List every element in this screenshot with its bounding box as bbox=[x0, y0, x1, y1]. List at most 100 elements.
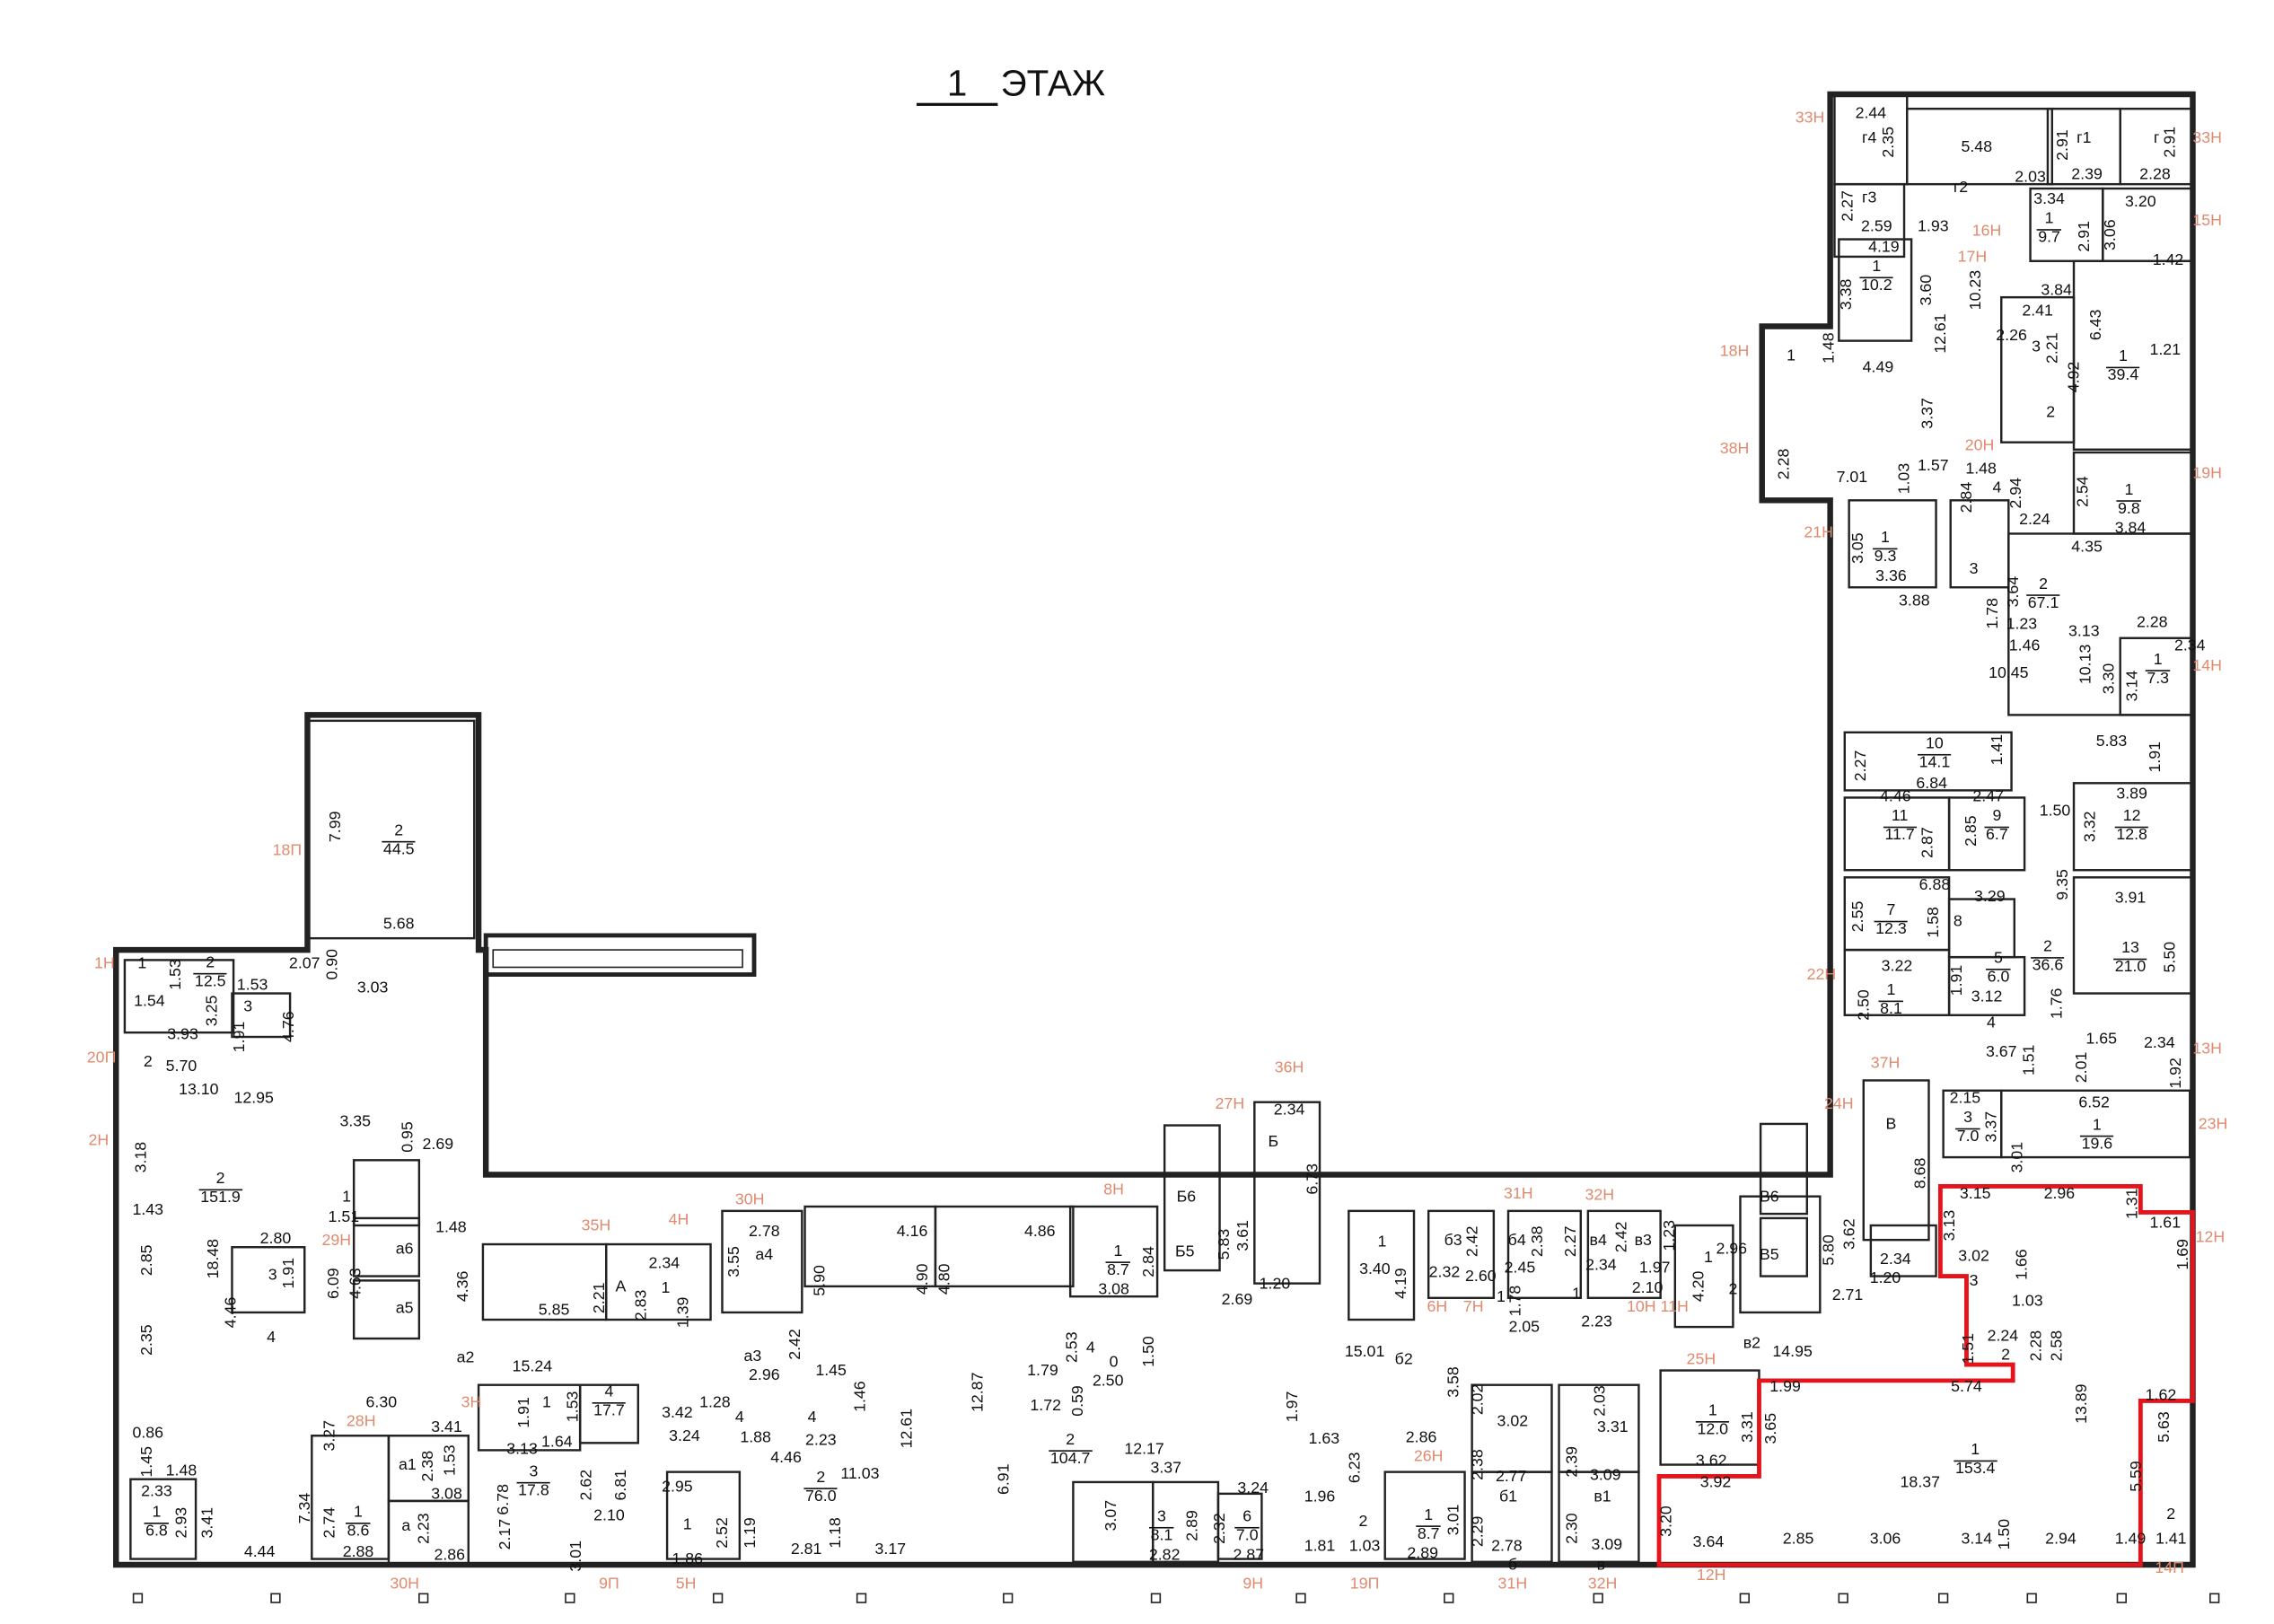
axis-marker: 12Н bbox=[1696, 1567, 1726, 1584]
dimension-label: 14.95 bbox=[1772, 1343, 1813, 1362]
axis-marker: 5Н bbox=[675, 1576, 697, 1593]
dimension-label: 2.02 bbox=[1470, 1383, 1488, 1416]
room-tag: В5 bbox=[1759, 1246, 1779, 1264]
axis-marker: 23Н bbox=[2198, 1116, 2228, 1134]
room-tag: Б6 bbox=[1176, 1188, 1197, 1207]
dimension-label: 2.91 bbox=[2161, 127, 2180, 158]
dimension-label: 6.78 bbox=[495, 1484, 514, 1515]
room-number: 9 bbox=[1992, 807, 2002, 826]
dimension-label: 2.87 bbox=[1918, 827, 1937, 858]
room-wall bbox=[352, 1279, 421, 1340]
axis-marker: 9П bbox=[599, 1576, 619, 1593]
room-area: 67.1 bbox=[2026, 593, 2061, 611]
dimension-label: 2.58 bbox=[2048, 1330, 2067, 1362]
dimension-label: 1.46 bbox=[852, 1381, 870, 1412]
dimension-label: 1.20 bbox=[1259, 1275, 1291, 1294]
room-wall bbox=[1947, 796, 2026, 872]
dimension-label: 4.49 bbox=[1862, 358, 1894, 377]
room-wall bbox=[352, 1216, 421, 1277]
room-wall bbox=[1838, 238, 1913, 342]
column-marker bbox=[1593, 1593, 1603, 1603]
room-number: 2 bbox=[1066, 1431, 1076, 1449]
room-wall bbox=[2072, 259, 2194, 451]
dimension-label: 1.03 bbox=[2012, 1293, 2043, 1311]
axis-marker: 7Н bbox=[1462, 1298, 1484, 1316]
dimension-label: 2.84 bbox=[1958, 481, 1976, 514]
axis-marker: 33Н bbox=[1795, 109, 1825, 127]
room-wall bbox=[2119, 107, 2194, 186]
room-wall bbox=[123, 959, 235, 1034]
room-tag: 1 bbox=[1496, 1288, 1506, 1306]
dimension-label: 2.10 bbox=[1631, 1279, 1664, 1297]
room-area: 17.8 bbox=[516, 1481, 551, 1499]
floor-number: 1 bbox=[916, 66, 998, 106]
dimension-label: 4.19 bbox=[1392, 1268, 1410, 1299]
balcony-bar bbox=[483, 933, 757, 977]
room-number: 10 bbox=[1926, 734, 1944, 753]
room-area: 76.0 bbox=[803, 1487, 838, 1505]
dimension-label: 4.92 bbox=[2066, 361, 2084, 393]
room-number: 1 bbox=[1886, 981, 1896, 999]
axis-marker: 31Н bbox=[1504, 1185, 1533, 1203]
axis-marker: 36Н bbox=[1274, 1059, 1304, 1077]
dimension-label: 1.88 bbox=[740, 1428, 771, 1447]
room-tag: 3 bbox=[1969, 560, 1979, 578]
dimension-label: 3.03 bbox=[356, 979, 389, 997]
dimension-label: 1.69 bbox=[2174, 1239, 2192, 1270]
dimension-label: 3.91 bbox=[2114, 890, 2147, 908]
dimension-label: 3.67 bbox=[1985, 1043, 2017, 1061]
room-wall bbox=[387, 1499, 470, 1567]
dimension-label: 2.89 bbox=[1183, 1510, 1202, 1541]
room-wall bbox=[1739, 1195, 1822, 1314]
dimension-label: 3.37 bbox=[1983, 1110, 2001, 1143]
dimension-label: 1.50 bbox=[1140, 1336, 1158, 1367]
room-tag: а5 bbox=[395, 1300, 414, 1318]
room-tag: б1 bbox=[1498, 1488, 1518, 1506]
axis-marker: 8Н bbox=[1103, 1181, 1124, 1199]
dimension-label: 2.34 bbox=[1585, 1256, 1617, 1275]
axis-marker: 33Н bbox=[2192, 129, 2222, 147]
dimension-label: 3.29 bbox=[1974, 888, 2006, 906]
dimension-label: 1.41 bbox=[2155, 1531, 2187, 1549]
dimension-label: 3.08 bbox=[431, 1485, 462, 1504]
room-tag: 1 bbox=[661, 1279, 671, 1297]
column-marker bbox=[712, 1593, 724, 1603]
room-area: 12.3 bbox=[1874, 919, 1909, 938]
room-tag: 4 bbox=[267, 1329, 277, 1347]
room-area: 11.7 bbox=[1883, 825, 1917, 844]
room-area: 151.9 bbox=[198, 1188, 242, 1207]
dimension-label: 4.46 bbox=[222, 1296, 241, 1329]
column-marker bbox=[1838, 1593, 1848, 1603]
dimension-label: 3.25 bbox=[203, 995, 222, 1027]
room-area: 9.8 bbox=[2116, 499, 2142, 517]
room-area: 6.7 bbox=[1984, 825, 2010, 844]
dimension-label: 2.41 bbox=[2022, 302, 2053, 320]
dimension-label: 12.61 bbox=[1932, 313, 1950, 354]
room-tag: В6 bbox=[1759, 1188, 1779, 1207]
dimension-label: 6.88 bbox=[1918, 876, 1951, 894]
dimension-label: 2.34 bbox=[648, 1255, 680, 1273]
room-wall bbox=[1068, 1205, 1159, 1298]
dimension-label: 2.03 bbox=[1591, 1385, 1610, 1417]
dimension-label: 3.22 bbox=[1881, 957, 1913, 976]
dimension-label: 1.79 bbox=[1027, 1362, 1058, 1381]
dimension-label: 2.27 bbox=[1839, 190, 1857, 222]
dimension-label: 5.70 bbox=[165, 1058, 198, 1075]
dimension-label: 2.35 bbox=[1880, 127, 1898, 158]
room-wall bbox=[578, 1383, 639, 1444]
dimension-label: 3.06 bbox=[2102, 219, 2120, 250]
room-number: 6 bbox=[1242, 1507, 1252, 1526]
dimension-label: 2.05 bbox=[1508, 1319, 1541, 1337]
dimension-label: 3.38 bbox=[1838, 278, 1856, 311]
room-number: 1 bbox=[1872, 258, 1882, 276]
room-area: 10.2 bbox=[1859, 276, 1894, 294]
dimension-label: 1.92 bbox=[2167, 1058, 2185, 1089]
dimension-label: 2.39 bbox=[1564, 1446, 1582, 1478]
room-tag: 4 bbox=[807, 1409, 817, 1426]
